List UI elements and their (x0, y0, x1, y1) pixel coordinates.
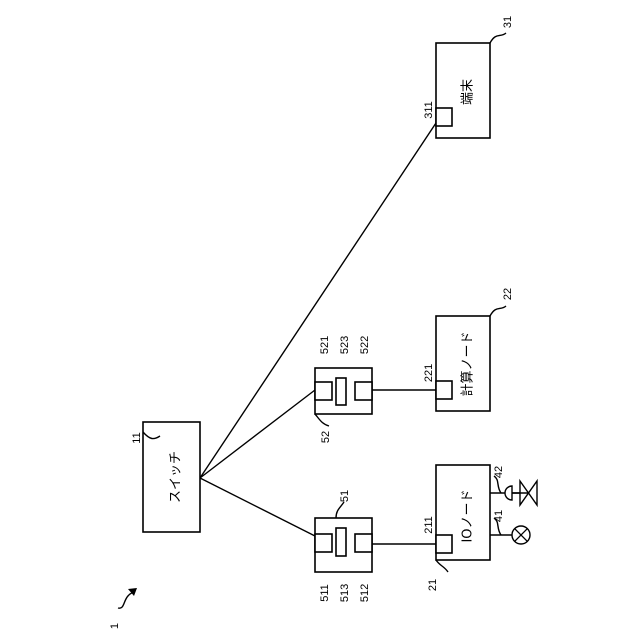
adapter-52-ref: 52 (320, 431, 332, 443)
switch-label: スイッチ (169, 451, 184, 503)
terminal-node: 端末 31 311 (423, 16, 514, 138)
adapter-52-left-ref: 521 (319, 336, 331, 354)
adapter-51-center-block (336, 528, 346, 556)
io-label: IOノード (461, 489, 476, 542)
adapter-51-right-ref: 512 (359, 584, 371, 602)
adapter-51-right-port (355, 534, 372, 552)
adapter-51-left-port (315, 534, 332, 552)
io-port (436, 535, 452, 553)
compute-port-ref: 221 (423, 364, 435, 382)
terminal-label: 端末 (461, 79, 476, 105)
switch-node: スイッチ 11 (131, 422, 200, 532)
terminal-port-ref: 311 (423, 101, 435, 119)
terminal-port (436, 108, 452, 126)
figure-ref: 1 (109, 588, 137, 629)
adapter-51-center-ref: 513 (339, 584, 351, 602)
compute-leader (490, 306, 506, 316)
adapter-51-left-ref: 511 (319, 584, 331, 602)
adapter-52-center-ref: 523 (339, 336, 351, 354)
figure-ref-label: 1 (109, 623, 121, 629)
switch-ref: 11 (131, 432, 143, 443)
adapter-52-center-block (336, 378, 346, 405)
io-port-ref: 211 (423, 516, 435, 534)
adapter-51-ref: 51 (339, 490, 351, 502)
adapter-52-leader (315, 414, 329, 426)
adapter-51: 51 511 513 512 (315, 490, 372, 602)
figure-ref-arrow (118, 592, 134, 608)
io-node: IOノード 21 211 (423, 465, 490, 591)
adapter-52-left-port (315, 382, 332, 400)
link-switch-adapter-51 (200, 478, 315, 536)
compute-label: 計算ノード (460, 331, 476, 396)
valve-ref: 42 (493, 466, 505, 478)
lamp-icon (512, 526, 530, 544)
valve-icon (505, 481, 537, 505)
adapter-51-leader (336, 502, 344, 518)
adapter-52: 521 523 522 52 (315, 336, 372, 443)
terminal-leader (490, 33, 506, 43)
link-switch-terminal (200, 123, 436, 478)
adapter-52-right-ref: 522 (359, 336, 371, 354)
lamp-device: 41 (490, 510, 530, 544)
link-switch-adapter-52 (200, 390, 315, 478)
terminal-ref: 31 (502, 16, 514, 28)
io-leader (436, 560, 448, 572)
adapter-52-right-port (355, 382, 372, 400)
lamp-ref: 41 (493, 510, 505, 522)
valve-device: 42 (490, 466, 537, 505)
compute-ref: 22 (502, 288, 514, 300)
compute-node: 計算ノード 22 221 (423, 288, 514, 411)
io-ref: 21 (427, 579, 439, 591)
compute-port (436, 381, 452, 399)
